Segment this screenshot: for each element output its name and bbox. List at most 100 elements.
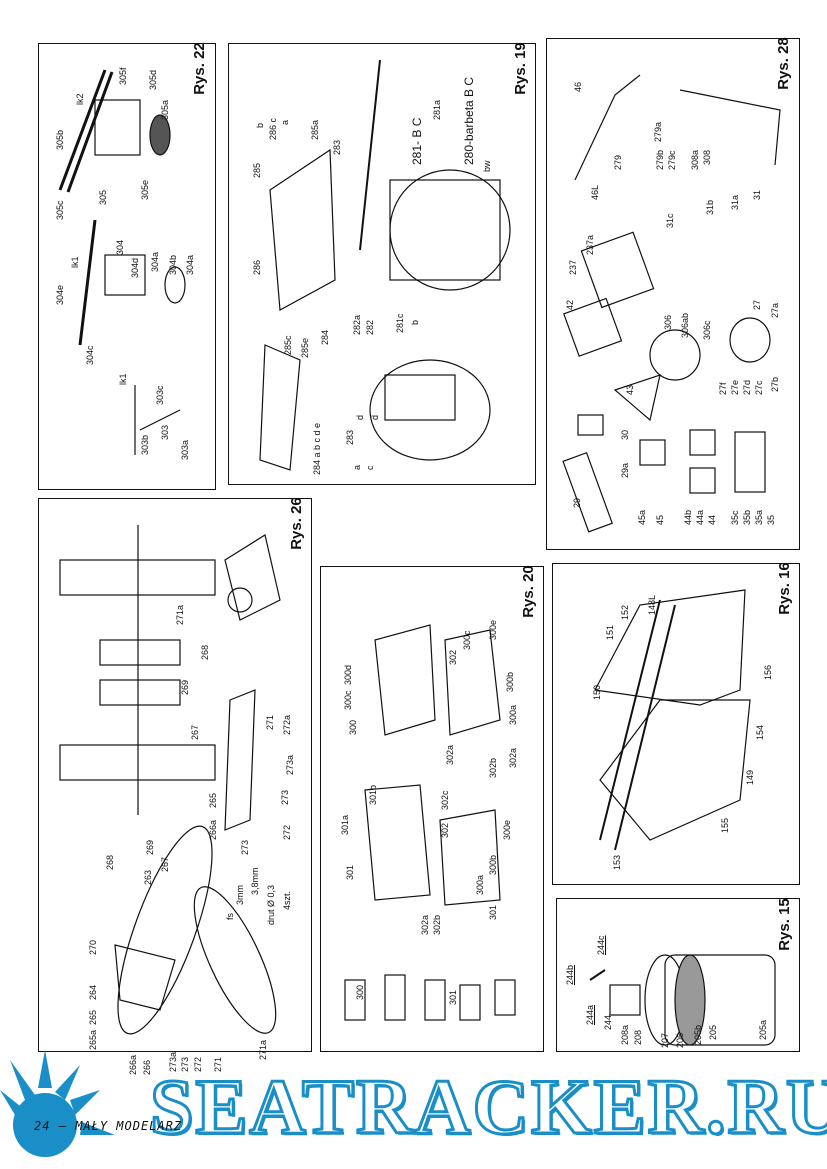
watermark: SEATRACKER.RU [148, 1062, 827, 1152]
label: 27c [754, 380, 764, 395]
label: 205a [758, 1019, 768, 1040]
label: 286 [252, 259, 262, 275]
label: 279b [655, 149, 665, 170]
label: 300 [355, 984, 365, 1000]
label: 244a [585, 1004, 595, 1025]
label: 269 [180, 679, 190, 695]
label: 264 [88, 984, 98, 1000]
label: 273a [285, 754, 295, 775]
label: 308 [702, 149, 712, 165]
label: 302b [488, 757, 498, 778]
label: 27 [752, 299, 762, 310]
label: 304c [85, 345, 95, 365]
label: 305c [55, 200, 65, 220]
publication-name: MAŁY MODELARZ [75, 1119, 183, 1133]
label: 31b [705, 199, 715, 215]
label: fs [225, 912, 235, 920]
label: 263 [143, 869, 153, 885]
label: 300b [505, 671, 515, 692]
label: 301b [368, 784, 378, 805]
label: 205 [708, 1024, 718, 1040]
label: 300a [508, 704, 518, 725]
label: 45 [655, 514, 665, 525]
label: 302a [445, 744, 455, 765]
label: 271 [265, 714, 275, 730]
label: 284 a b c d e [312, 422, 322, 475]
label: b [410, 319, 420, 325]
label: 27b [770, 376, 780, 392]
footer-separator: — [58, 1119, 67, 1133]
label: 267 [190, 724, 200, 740]
label: 35c [730, 510, 740, 525]
label: 285c [283, 335, 293, 355]
label: 154 [755, 724, 765, 740]
label: 31c [665, 213, 675, 228]
panel-rys28 [546, 38, 800, 550]
page-number: 24 [34, 1119, 51, 1133]
label: 308a [690, 149, 700, 170]
page-footer: 24 — MAŁY MODELARZ [34, 1119, 182, 1133]
panel-rys22 [38, 43, 216, 490]
panel-rys20 [320, 566, 544, 1052]
label: 305a [160, 99, 170, 120]
figure-title-rys20: Rys. 20 [519, 565, 537, 618]
label: 285a [310, 119, 320, 140]
label: 300b [488, 854, 498, 875]
figure-title-rys19: Rys. 19 [511, 42, 529, 95]
label: lk1 [70, 256, 80, 268]
figure-title-rys26: Rys. 26 [287, 497, 305, 550]
label: 282 [365, 319, 375, 335]
label: 150 [592, 684, 602, 700]
label: 303c [155, 385, 165, 405]
label: 44a [695, 509, 705, 525]
label: 35b [742, 509, 752, 525]
label: c [365, 465, 375, 471]
label: 207 [660, 1032, 670, 1048]
label: 301a [340, 814, 350, 835]
label: 155 [720, 817, 730, 833]
label: 31 [752, 189, 762, 200]
label: 300 [348, 719, 358, 735]
label: 286 c [268, 117, 278, 140]
panel-rys16 [552, 563, 800, 885]
label: d [355, 414, 365, 420]
label: lk2 [75, 93, 85, 105]
label: 306ab [680, 312, 690, 338]
panel-rys19 [228, 43, 536, 485]
label: 285 [252, 162, 262, 178]
label: 304a [185, 254, 195, 275]
label: 282a [352, 314, 362, 335]
label: 279 [613, 154, 623, 170]
label: 305d [148, 69, 158, 90]
label: 265 [208, 792, 218, 808]
label: 303b [140, 434, 150, 455]
label: 270 [88, 939, 98, 955]
label: 30 [620, 429, 630, 440]
label: 269 [145, 839, 155, 855]
label: 301 [448, 989, 458, 1005]
label: 304 [115, 239, 125, 255]
label: 35a [754, 509, 764, 525]
label: 152 [620, 604, 630, 620]
label: 273 [240, 839, 250, 855]
label: 3,8mm [250, 867, 260, 895]
label: 300c [462, 630, 472, 650]
label: b [255, 122, 265, 128]
label: 35 [766, 514, 776, 525]
label: 305e [140, 179, 150, 200]
label: 300e [502, 819, 512, 840]
label: 273 [280, 789, 290, 805]
label: a [280, 119, 290, 125]
figure-title-rys28: Rys. 28 [774, 37, 792, 90]
label: 151 [605, 624, 615, 640]
label: 300c [343, 690, 353, 710]
label: 304b [168, 254, 178, 275]
label: 284 [320, 329, 330, 345]
label: 31a [730, 194, 740, 210]
label: 302a [508, 747, 518, 768]
label: 208 [633, 1029, 643, 1045]
sun-logo [0, 1050, 115, 1157]
label: 302 [440, 822, 450, 838]
label: 300e [488, 619, 498, 640]
label: bw [482, 160, 492, 172]
